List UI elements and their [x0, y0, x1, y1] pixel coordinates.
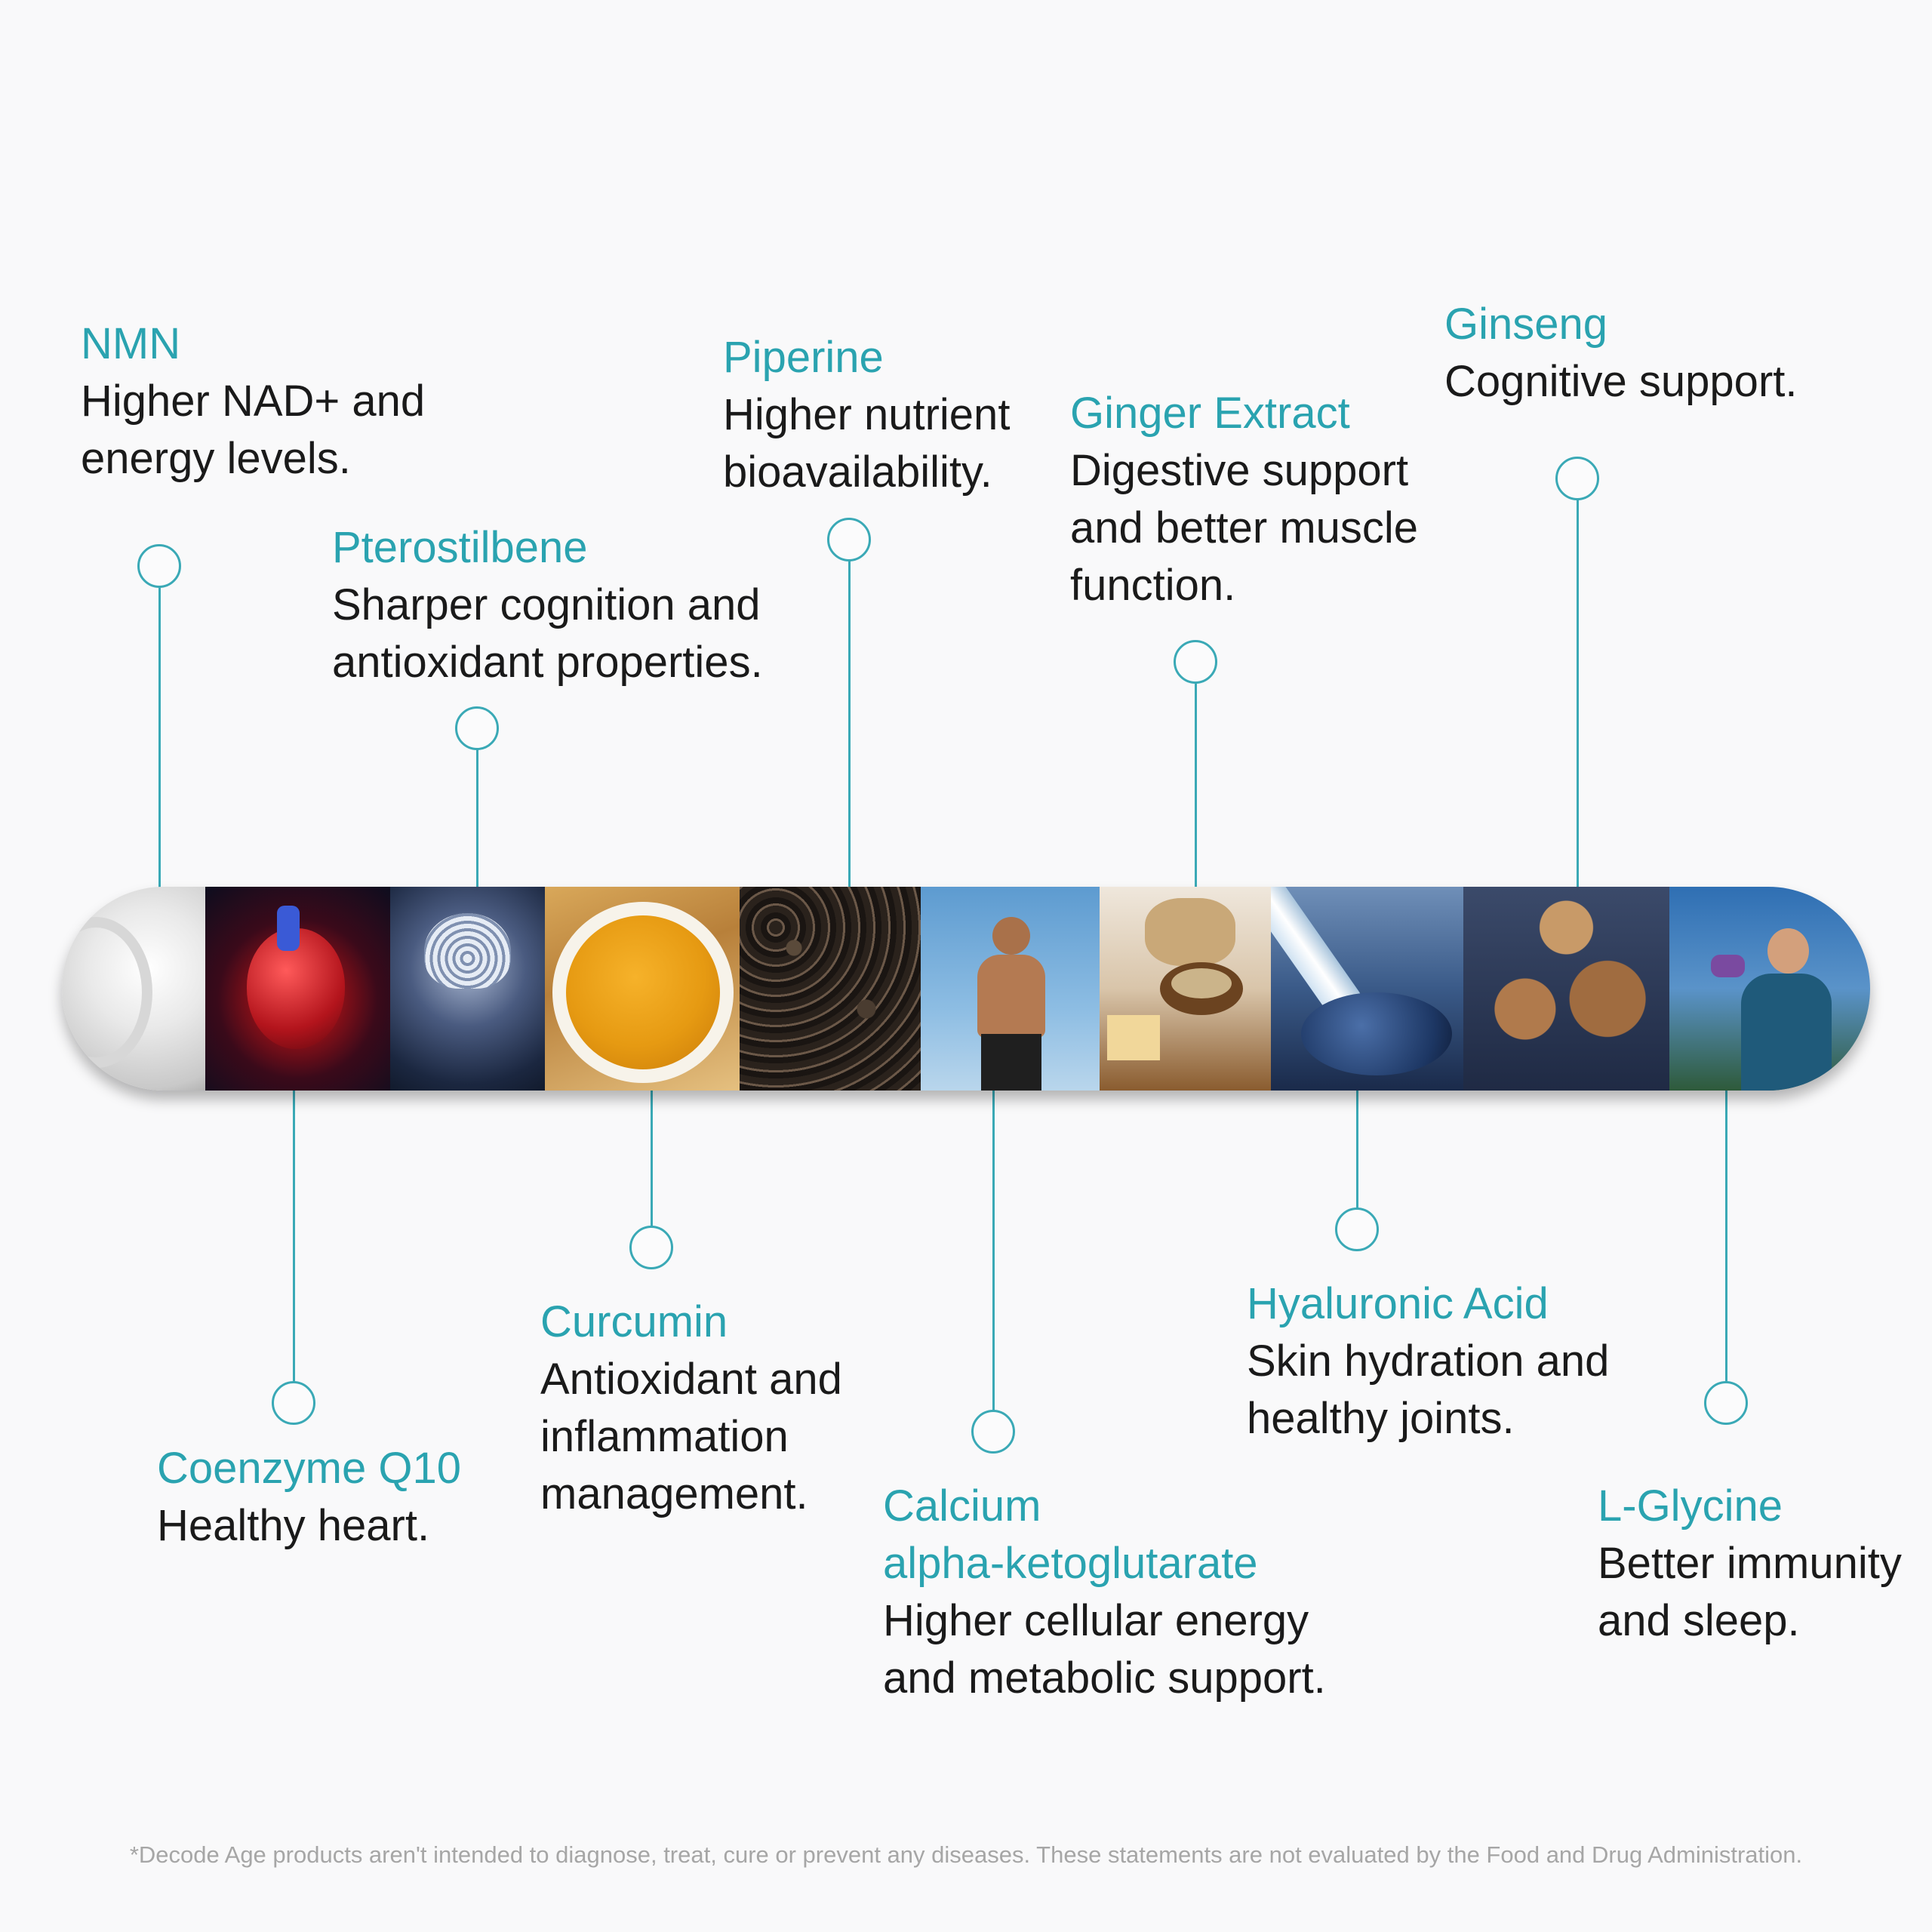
connector-line-ginger: [1195, 683, 1197, 889]
node-nmn: [137, 544, 181, 588]
node-curcumin: [629, 1226, 673, 1269]
connector-line-ginseng: [1577, 500, 1579, 889]
ingredient-name: Ginger Extract: [1070, 389, 1350, 438]
label-l-glycine: L-Glycine Better immunity and sleep.: [1598, 1478, 1902, 1650]
label-coenzyme-q10: Coenzyme Q10 Healthy heart.: [157, 1440, 461, 1555]
ingredient-name: Pterostilbene: [332, 523, 588, 572]
black-pepper-image: [740, 887, 921, 1091]
ingredient-name: Calcium alpha-ketoglutarate: [883, 1481, 1258, 1588]
disclaimer-text: *Decode Age products aren't intended to …: [129, 1841, 1803, 1868]
node-ginger: [1174, 640, 1217, 684]
node-glycine: [1704, 1381, 1748, 1425]
nmn-powder-image: [62, 887, 205, 1091]
connector-line-nmn: [158, 587, 161, 889]
turmeric-image: [545, 887, 740, 1091]
ingredient-name: Coenzyme Q10: [157, 1444, 461, 1493]
label-hyaluronic-acid: Hyaluronic Acid Skin hydration and healt…: [1247, 1275, 1609, 1447]
ingredient-desc: Skin hydration and healthy joints.: [1247, 1337, 1610, 1443]
label-ginger-extract: Ginger Extract Digestive support and bet…: [1070, 385, 1418, 614]
brain-image: [390, 887, 545, 1091]
label-pterostilbene: Pterostilbene Sharper cognition and anti…: [332, 519, 763, 691]
label-piperine: Piperine Higher nutrient bioavailability…: [723, 329, 1010, 501]
label-ginseng: Ginseng Cognitive support.: [1444, 296, 1797, 411]
ingredient-desc: Higher cellular energy and metabolic sup…: [883, 1596, 1326, 1703]
connector-line-pterostilbene: [476, 749, 478, 889]
ingredient-name: NMN: [81, 319, 181, 368]
node-pterostilbene: [455, 706, 499, 750]
connector-line-piperine: [848, 561, 851, 889]
node-coq10: [272, 1381, 315, 1425]
label-curcumin: Curcumin Antioxidant and inflammation ma…: [540, 1294, 842, 1523]
ingredient-desc: Higher nutrient bioavailability.: [723, 390, 1011, 497]
ingredient-desc: Digestive support and better muscle func…: [1070, 446, 1419, 610]
connector-line-calcium: [992, 1088, 995, 1411]
ingredient-name: Ginseng: [1444, 300, 1608, 349]
ingredient-name: Piperine: [723, 333, 884, 382]
node-ginseng: [1555, 457, 1599, 500]
heart-image: [205, 887, 390, 1091]
man-exercising-image: [921, 887, 1100, 1091]
ingredient-image-strip: [62, 887, 1870, 1091]
ingredient-name: Curcumin: [540, 1297, 728, 1346]
node-hyaluronic: [1335, 1208, 1379, 1251]
node-calcium: [971, 1410, 1015, 1454]
ingredient-desc: Healthy heart.: [157, 1501, 430, 1550]
ginger-image: [1100, 887, 1271, 1091]
ingredient-desc: Cognitive support.: [1444, 357, 1798, 406]
connector-line-coq10: [293, 1088, 295, 1404]
connector-line-curcumin: [651, 1088, 653, 1227]
label-calcium-akg: Calcium alpha-ketoglutarate Higher cellu…: [883, 1478, 1326, 1707]
serum-dropper-image: [1271, 887, 1463, 1091]
connector-line-glycine: [1725, 1088, 1727, 1404]
ingredient-desc: Better immunity and sleep.: [1598, 1539, 1902, 1645]
ingredient-desc: Sharper cognition and antioxidant proper…: [332, 580, 763, 687]
ingredient-name: L-Glycine: [1598, 1481, 1783, 1531]
label-nmn: NMN Higher NAD+ and energy levels.: [81, 315, 425, 488]
woman-exercising-image: [1669, 887, 1870, 1091]
ingredient-name: Hyaluronic Acid: [1247, 1279, 1549, 1328]
ingredient-desc: Antioxidant and inflammation management.: [540, 1355, 842, 1518]
connector-line-hyaluronic: [1356, 1088, 1358, 1209]
node-piperine: [827, 518, 871, 561]
ingredient-desc: Higher NAD+ and energy levels.: [81, 377, 426, 483]
ginseng-image: [1463, 887, 1669, 1091]
